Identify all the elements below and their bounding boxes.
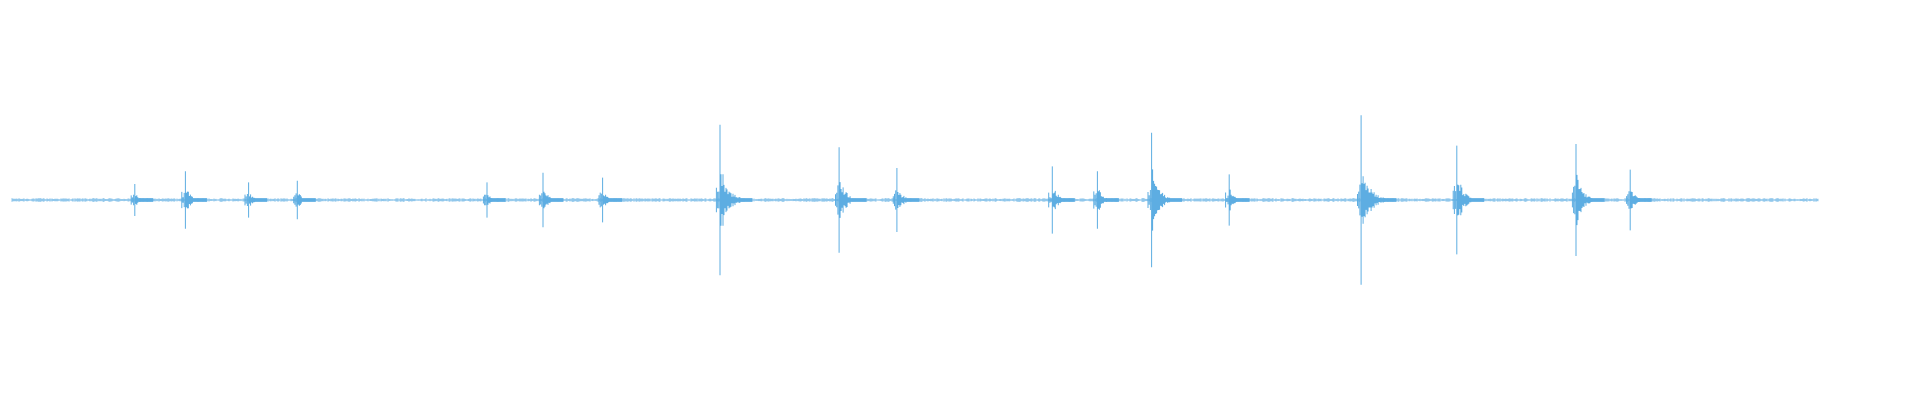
waveform-burst-5	[482, 182, 506, 218]
waveform-bursts	[130, 115, 1652, 285]
waveform-burst-16	[1452, 145, 1485, 255]
waveform-burst-1	[130, 184, 154, 216]
waveform-burst-9	[835, 147, 867, 253]
waveform-burst-14	[1225, 174, 1250, 226]
waveform-burst-2	[181, 171, 207, 229]
waveform-burst-15	[1357, 115, 1397, 285]
waveform-burst-18	[1626, 169, 1652, 231]
waveform-burst-4	[293, 180, 316, 220]
waveform-burst-13	[1147, 132, 1183, 268]
waveform-burst-3	[244, 182, 268, 218]
waveform-burst-12	[1093, 171, 1119, 229]
waveform-burst-11	[1048, 166, 1075, 234]
waveform-burst-7	[598, 177, 623, 223]
waveform-burst-8	[715, 124, 753, 276]
waveform-burst-17	[1571, 144, 1605, 256]
waveform-burst-10	[892, 168, 920, 232]
waveform-burst-6	[538, 172, 564, 228]
